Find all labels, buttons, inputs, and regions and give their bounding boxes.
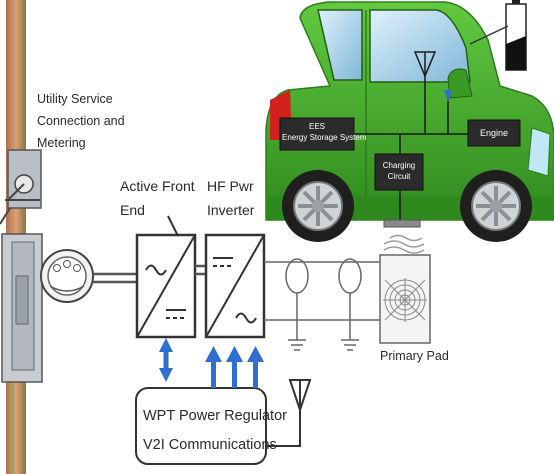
charging-label-line-1: Charging (382, 161, 416, 170)
utility-label-line-1: Utility Service (37, 92, 113, 106)
antenna-icon (266, 379, 312, 447)
engine-module (467, 119, 521, 147)
active-front-end-label: Active Front End (120, 174, 195, 222)
hf-inverter-label: HF Pwr Inverter (207, 174, 254, 222)
primary-pad (379, 254, 431, 344)
battery-level-icon (505, 0, 527, 71)
ees-label-line-2: Energy Storage System (282, 133, 367, 142)
regulator-label-line-2: V2I Communications (143, 437, 277, 453)
hf-inverter-block (204, 233, 266, 339)
secondary-pad (383, 219, 421, 228)
callout-line (469, 25, 509, 45)
car-antenna-icon (413, 51, 437, 78)
front-wheel (460, 170, 532, 242)
service-panel (1, 233, 43, 383)
ees-label: EES Energy Storage System (282, 121, 367, 143)
meter-dial-icon (40, 249, 94, 303)
regulator-label: WPT Power Regulator V2I Communications (143, 402, 287, 460)
charging-circuit-label: Charging Circuit (377, 160, 421, 182)
charging-label-line-2: Circuit (387, 172, 411, 181)
engine-label: Engine (479, 128, 509, 138)
meter-box (0, 149, 42, 225)
utility-label-line-3: Metering (37, 136, 86, 150)
hf-label-line-1: HF Pwr (207, 178, 254, 194)
ees-label-line-1: EES (308, 122, 325, 131)
control-arrows (205, 346, 264, 388)
ees-module (279, 117, 355, 151)
electric-car (265, 1, 554, 242)
rear-wheel (282, 170, 354, 242)
regulator-label-line-1: WPT Power Regulator (143, 408, 287, 424)
diamond-arrow (159, 338, 173, 382)
utility-service-label: Utility Service Connection and Metering (37, 88, 125, 154)
charging-circuit-module (374, 153, 424, 191)
coil-pad-icon (383, 278, 427, 322)
dc-link (195, 264, 206, 276)
grid-wire (40, 272, 137, 284)
active-front-end-block (135, 215, 197, 339)
field-waves (383, 234, 425, 254)
afe-label-line-1: Active Front (120, 178, 195, 194)
primary-pad-label: Primary Pad (380, 349, 449, 363)
hf-label-line-2: Inverter (207, 202, 255, 218)
regulator-box (135, 387, 267, 465)
afe-label-line-2: End (120, 202, 145, 218)
tuning-network (264, 258, 380, 351)
utility-label-line-2: Connection and (37, 114, 125, 128)
